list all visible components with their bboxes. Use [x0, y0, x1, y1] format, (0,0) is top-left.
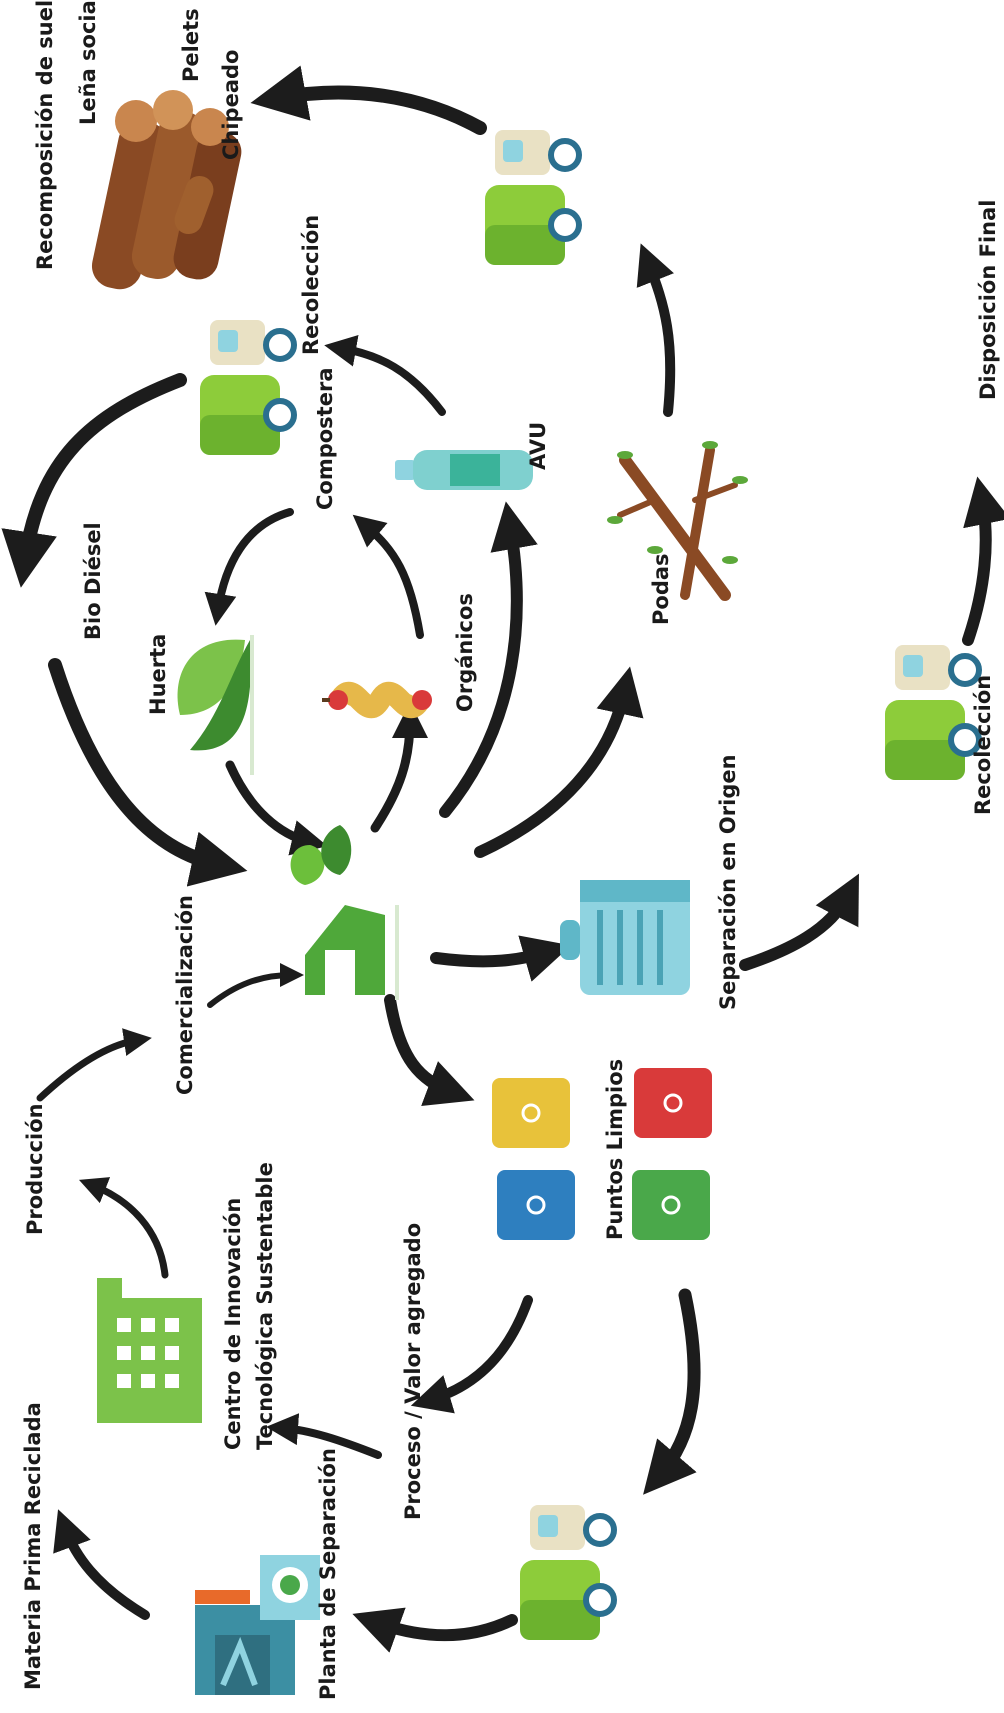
arrow-house-to-podas: [474, 666, 644, 858]
arrow-recoleccion-to-biodiesel: [1, 373, 187, 588]
trash-can-icon: [560, 880, 690, 995]
tree-branches-icon: [607, 441, 748, 601]
label-organicos: Orgánicos: [453, 593, 477, 712]
label-recoleccion-bottom: Recolección: [971, 675, 995, 815]
label-chipeado: Chipeado: [219, 50, 243, 160]
arrow-separacion-to-recoleccion: [739, 873, 859, 971]
label-compostera: Compostera: [313, 368, 337, 511]
arrow-recoleccion-to-disposicion: [962, 476, 1004, 646]
label-proceso-valor: Proceso / Valor agregado: [401, 1223, 425, 1520]
label-bio-diesel: Bio Diésel: [81, 522, 105, 640]
label-podas: Podas: [649, 553, 673, 625]
arrow-house-to-puntos: [384, 994, 475, 1107]
arrow-biodiesel-to-house: [48, 658, 248, 887]
label-centro-innovacion-2: Tecnológica Sustentable: [253, 1162, 277, 1450]
label-materia-prima: Materia Prima Reciclada: [21, 1402, 45, 1690]
label-avu: AVU: [526, 422, 550, 470]
label-recomposicion: Recomposición de suelos: [33, 0, 57, 270]
arrow-avu-to-recoleccion: [324, 335, 446, 416]
label-separacion-origen: Separación en Origen: [716, 754, 740, 1010]
recycling-plant-icon: [195, 1555, 320, 1695]
arrow-comercializacion-to-house: [207, 963, 304, 1008]
firewood-logs-icon: [91, 90, 242, 290]
label-centro-innovacion-1: Centro de Innovación: [221, 1198, 245, 1450]
label-planta-separacion: Planta de Separación: [316, 1448, 340, 1700]
arrow-puntos-to-proceso: [410, 1295, 533, 1414]
label-lena-social: Leña social: [76, 0, 100, 125]
plastic-bottle-icon: [395, 450, 533, 490]
recycling-bins-icon: [492, 1068, 712, 1240]
garbage-truck-icon: [885, 645, 982, 780]
eco-house-icon: [290, 825, 399, 1000]
label-comercializacion: Comercialización: [173, 895, 197, 1095]
flow-arrows: [1, 65, 1004, 1653]
arrow-truck-to-products: [250, 65, 487, 135]
label-puntos-limpios: Puntos Limpios: [603, 1059, 627, 1240]
garbage-truck-icon: [200, 320, 297, 455]
arrow-produccion-to-comercializacion: [36, 1028, 152, 1102]
arrow-proceso-to-centro: [266, 1413, 382, 1459]
garbage-truck-icon: [485, 130, 582, 265]
label-disposicion-final: Disposición Final: [976, 200, 1000, 400]
arrow-puntos-to-truck: [643, 1288, 701, 1495]
arrow-centro-to-produccion: [78, 1177, 169, 1279]
label-produccion: Producción: [23, 1103, 47, 1235]
label-recoleccion-top: Recolección: [299, 215, 323, 355]
diagram-labels: Recomposición de suelos Leña social Pele…: [21, 0, 1000, 1700]
garbage-truck-icon: [520, 1505, 617, 1640]
arrow-organicos-to-compostera: [352, 514, 424, 639]
arrow-house-to-avu: [439, 501, 538, 818]
arrow-planta-to-materia: [53, 1509, 150, 1620]
arrow-compostera-to-huerta: [204, 508, 294, 626]
apple-core-icon: [322, 681, 432, 719]
label-huerta: Huerta: [146, 634, 170, 715]
factory-icon: [97, 1278, 202, 1423]
arrow-truck-to-planta: [352, 1607, 518, 1653]
sprout-icon: [177, 635, 254, 775]
arrow-huerta-to-house: [225, 760, 328, 856]
arrow-house-to-organicos: [370, 702, 428, 833]
arrow-house-to-separacion: [430, 935, 572, 982]
label-pelets: Pelets: [179, 8, 203, 82]
arrow-podas-to-truck: [636, 243, 676, 417]
